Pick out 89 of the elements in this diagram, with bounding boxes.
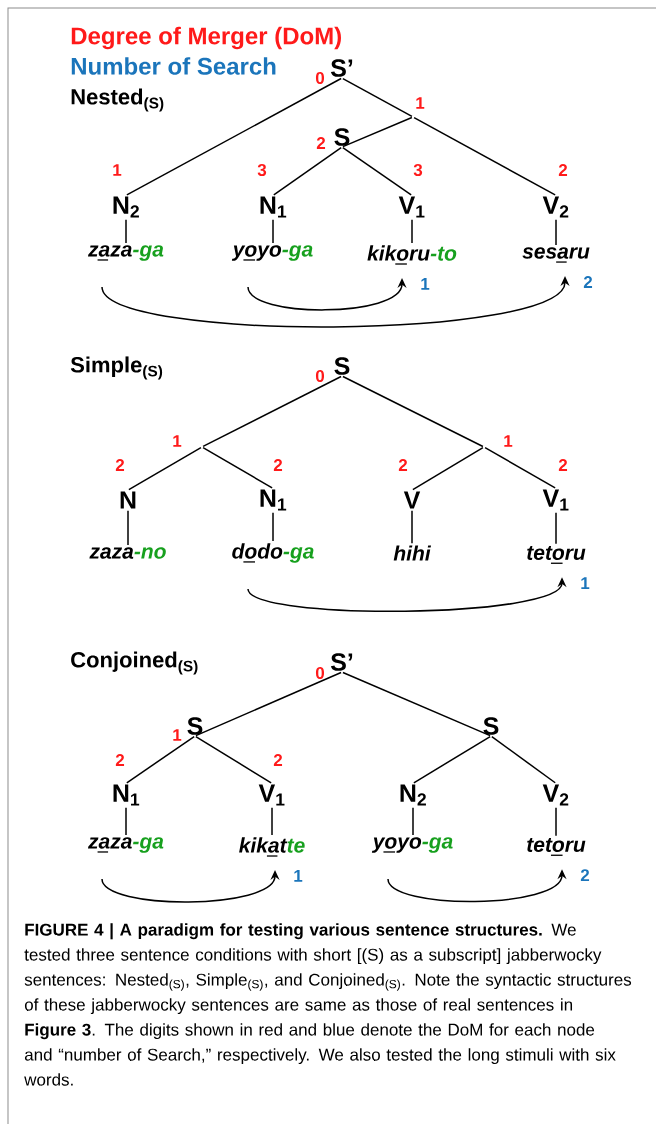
condition-heading: Nested$_{(S)}$ <box>71 88 164 112</box>
word: kikoru-to <box>367 245 457 265</box>
tree-branch <box>127 510 129 546</box>
tree-branch <box>342 146 412 196</box>
tree-branch <box>555 218 557 246</box>
edge-label: 2 <box>582 275 594 289</box>
tree-branch <box>342 77 413 118</box>
dom-number: 1 <box>173 435 182 447</box>
dom-number: 1 <box>416 97 425 109</box>
edge-label: 1 <box>419 277 431 291</box>
category-label: S <box>334 128 350 146</box>
category-label: V$_{2}$ <box>542 784 569 806</box>
tree-branch <box>272 511 274 542</box>
dom-number: 0 <box>315 72 325 85</box>
dom-number: 1 <box>504 435 513 447</box>
legend-text: Number of Search <box>71 57 276 75</box>
tree-branch <box>271 806 273 836</box>
legend-text: Degree of Merger (DoM) <box>71 26 341 50</box>
tree-branch <box>202 375 342 448</box>
word: zaza-no <box>89 547 166 559</box>
tree-branch <box>342 116 413 148</box>
word: zaza-ga <box>87 837 164 853</box>
tree-branch <box>342 375 484 448</box>
category-label: V$_{2}$ <box>542 196 569 218</box>
tree-branch <box>126 735 195 784</box>
dom-number: 0 <box>315 667 325 680</box>
caption: FIGURE 4 | A paradigm for testing various sentence structures. We tested three sentence conditions with short [(S) as a subscript] jabberwocky sentences: Nested$_{(S)}$, Simple$_{(S)}$, and Conjoined$_{(S)}$. Note the syntactic structures of these jabberwocky sentences are same as those of real sentences in Figure 3. The digits shown in red and blue denote the DoM for each node and “number of Search,” respectively. We also tested the long stimuli with six words. <box>24 923 632 1086</box>
dom-number: 2 <box>398 459 408 471</box>
word: zaza-ga <box>87 245 164 261</box>
category-label: N$_{2}$ <box>113 196 139 218</box>
category-label: N$_{1}$ <box>260 196 287 218</box>
tree-branch <box>125 806 127 836</box>
category-label: N <box>120 491 136 509</box>
category-label: V$_{1}$ <box>542 489 569 511</box>
tree-branch <box>126 77 342 196</box>
tree-branch <box>411 218 413 244</box>
tree-branch <box>555 511 557 545</box>
word: yoyo-ga <box>371 837 453 853</box>
category-label: V$_{1}$ <box>398 196 425 218</box>
category-label: S’ <box>330 653 353 671</box>
tree-branch <box>491 735 556 784</box>
word: sesaru <box>522 247 590 263</box>
word: tetoru <box>527 838 586 856</box>
dom-number: 2 <box>558 164 568 176</box>
edge-label: 1 <box>579 576 591 590</box>
edge-label: 2 <box>579 868 591 883</box>
dom-number: 1 <box>173 729 182 741</box>
tree-branch <box>484 446 556 489</box>
dom-number: 2 <box>558 459 568 471</box>
tree-branch <box>342 671 491 737</box>
dom-number: 1 <box>113 164 122 176</box>
dom-number: 3 <box>413 163 423 177</box>
tree-branch <box>195 671 342 737</box>
category-label: S <box>483 717 499 735</box>
word: yoyo-ga <box>231 245 313 261</box>
category-label: V <box>403 491 421 509</box>
dom-number: 2 <box>115 754 125 766</box>
dom-number: 0 <box>315 370 325 383</box>
word: kikatte <box>239 837 305 857</box>
tree-branch <box>411 510 413 544</box>
condition-heading: Simple$_{(S)}$ <box>70 356 163 380</box>
tree-branch <box>412 806 414 836</box>
tree-branch <box>412 446 484 491</box>
tree-branch <box>125 218 127 244</box>
dom-number: 2 <box>273 459 283 471</box>
category-label: S <box>187 717 203 735</box>
dom-number: 2 <box>273 754 283 766</box>
tree-branch <box>413 116 556 196</box>
word: tetoru <box>527 546 586 564</box>
tree-branch <box>413 735 491 784</box>
dom-number: 2 <box>115 459 125 471</box>
category-label: N$_{2}$ <box>400 784 426 806</box>
dom-number: 2 <box>316 137 326 149</box>
category-label: S’ <box>330 59 353 77</box>
tree-branch <box>128 446 202 491</box>
category-label: V$_{1}$ <box>258 784 285 806</box>
tree-branch <box>202 446 273 489</box>
word: hihi <box>393 545 432 561</box>
category-label: N$_{1}$ <box>260 489 287 511</box>
category-label: S <box>334 357 350 375</box>
edge-label: 1 <box>292 869 304 883</box>
word: dodo-ga <box>232 543 314 563</box>
tree-branch <box>272 218 274 244</box>
category-label: N$_{1}$ <box>113 784 140 806</box>
dom-number: 3 <box>257 163 267 177</box>
tree-branch <box>195 735 272 784</box>
tree-branch <box>273 146 342 196</box>
condition-heading: Conjoined$_{(S)}$ <box>71 651 198 675</box>
tree-branch <box>555 806 557 837</box>
